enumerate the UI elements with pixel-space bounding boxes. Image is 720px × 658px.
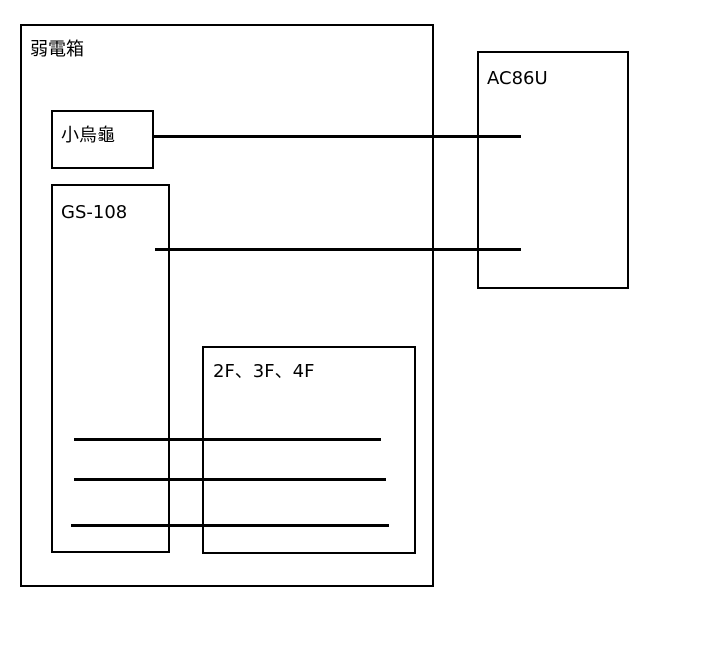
edge-switch-router (155, 248, 521, 251)
cabinet-label: 弱電箱 (30, 39, 84, 60)
modem-label: 小烏龜 (61, 125, 115, 146)
floors-label: 2F、3F、4F (213, 361, 315, 382)
router-label: AC86U (487, 68, 548, 89)
switch-label: GS-108 (61, 202, 128, 223)
router-box (477, 51, 629, 289)
edge-switch-floors-3 (71, 524, 389, 527)
edge-modem-router (154, 135, 521, 138)
edge-switch-floors-1 (74, 438, 381, 441)
edge-switch-floors-2 (74, 478, 386, 481)
floors-box (202, 346, 416, 554)
cabinet-box (20, 24, 434, 587)
modem-box (51, 110, 154, 169)
switch-box (51, 184, 170, 553)
